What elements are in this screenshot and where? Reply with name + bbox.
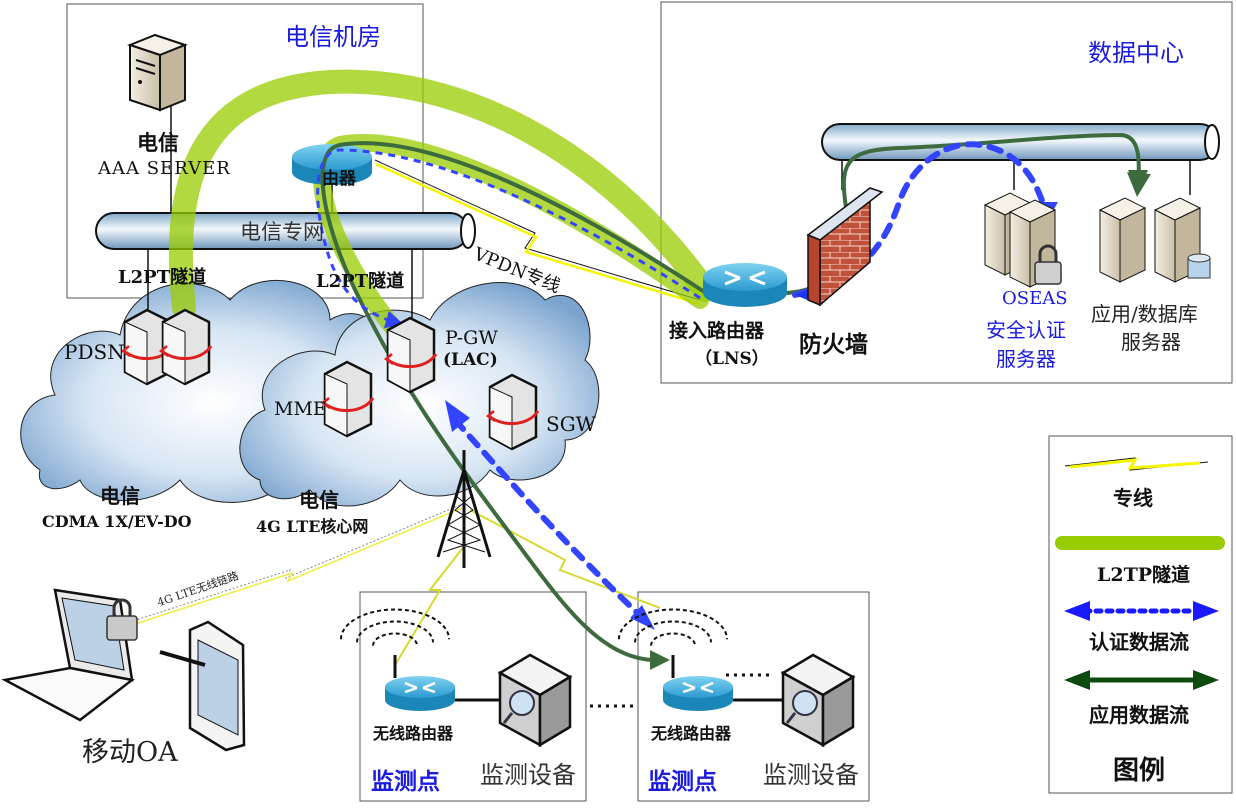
pdsn-server-icon-b bbox=[158, 308, 213, 386]
connector-lines bbox=[147, 95, 1191, 702]
monitor-1-title: 监测点 bbox=[371, 768, 440, 795]
cdma-cloud-label-2: CDMA 1X/EV-DO bbox=[42, 512, 192, 531]
sgw-label: SGW bbox=[546, 412, 597, 436]
legend-auth-flow-glyph bbox=[1064, 601, 1219, 621]
monitor-2-title: 监测点 bbox=[648, 768, 717, 795]
auth-arrow-up bbox=[445, 400, 470, 432]
pgw-server-icon bbox=[383, 316, 438, 394]
aaa-server-label-1: 电信 bbox=[137, 130, 179, 155]
oseas-server-icon bbox=[983, 192, 1062, 288]
vpdn-leased-line bbox=[374, 159, 701, 306]
app-arrow-appserver bbox=[1128, 170, 1148, 190]
monitor-device-icon-1 bbox=[497, 653, 573, 748]
lns-label-1: 接入路由器 bbox=[669, 320, 765, 342]
monitor-devices bbox=[497, 653, 856, 748]
database-icon bbox=[1187, 253, 1211, 279]
cdma-cloud-label-1: 电信 bbox=[100, 484, 140, 508]
monitor-1-router-label: 无线路由器 bbox=[373, 724, 454, 743]
firewall-label: 防火墙 bbox=[799, 331, 868, 358]
app-db-label-1: 应用/数据库 bbox=[1091, 302, 1198, 326]
mme-label: MME bbox=[274, 398, 327, 420]
wireless-router-icon-2 bbox=[618, 608, 733, 711]
monitor-2-router-label: 无线路由器 bbox=[651, 724, 732, 743]
mme-server-icon bbox=[320, 360, 375, 438]
auth-arrow-down bbox=[630, 605, 655, 630]
pdsn-server-icon-a bbox=[120, 308, 175, 386]
lte-cloud bbox=[239, 282, 600, 507]
l2tp-left-label: L2PT隧道 bbox=[118, 267, 207, 288]
legend-label-leased-line: 专线 bbox=[1113, 486, 1153, 510]
pgw-label-2: (LAC) bbox=[443, 350, 498, 370]
mobile-oa-label: 移动OA bbox=[82, 737, 178, 768]
legend-box bbox=[1048, 435, 1233, 794]
monitor-2-device-label: 监测设备 bbox=[763, 761, 859, 789]
wireless-router-icon-1 bbox=[340, 608, 455, 711]
wireless-routers bbox=[340, 608, 733, 711]
aaa-server-icon bbox=[127, 33, 188, 112]
laptop-lock-icon bbox=[106, 598, 138, 641]
core-servers bbox=[120, 308, 540, 451]
data-center-box bbox=[660, 1, 1233, 384]
firewall-icon bbox=[806, 187, 884, 307]
legend-label-app-flow: 应用数据流 bbox=[1089, 703, 1189, 727]
l2tp-right-label: L2PT隧道 bbox=[316, 271, 405, 292]
legend-label-l2tp: L2TP隧道 bbox=[1097, 564, 1191, 586]
oseas-label-3: 服务器 bbox=[996, 347, 1056, 371]
app-db-label-2: 服务器 bbox=[1121, 330, 1181, 354]
lock-icon bbox=[1034, 244, 1062, 285]
telecom-router-label: 由器 bbox=[322, 169, 356, 189]
data-center-title: 数据中心 bbox=[1088, 39, 1184, 67]
cell-tower-icon bbox=[436, 450, 492, 568]
auth-data-flow bbox=[316, 148, 701, 329]
monitor-point-2-box bbox=[637, 591, 870, 802]
monitor-point-1-box bbox=[359, 591, 587, 802]
telecom-room-title: 电信机房 bbox=[285, 23, 381, 51]
monitor-1-device-label: 监测设备 bbox=[480, 761, 576, 789]
legend-l2tp-glyph bbox=[1055, 536, 1225, 550]
legend-label-auth-flow: 认证数据流 bbox=[1089, 630, 1189, 654]
app-arrow-monitor bbox=[650, 650, 670, 670]
lns-router-icon bbox=[703, 263, 787, 307]
lte-cloud-label-1: 电信 bbox=[299, 488, 339, 512]
oseas-label-1: OSEAS bbox=[1002, 288, 1068, 309]
app-db-server-icon bbox=[1098, 197, 1211, 283]
tablet-icon bbox=[159, 620, 246, 752]
legend-title: 图例 bbox=[1113, 756, 1166, 786]
oseas-label-2: 安全认证 bbox=[986, 318, 1066, 342]
legend-app-flow-glyph bbox=[1064, 670, 1219, 690]
lte-cloud-label-2: 4G LTE核心网 bbox=[256, 517, 369, 536]
monitor-device-icon-2 bbox=[780, 653, 856, 748]
sgw-server-icon bbox=[485, 373, 540, 451]
pgw-label-1: P-GW bbox=[445, 327, 498, 349]
legend-leased-line-glyph bbox=[1064, 457, 1209, 471]
lns-label-2: （LNS） bbox=[695, 349, 769, 369]
pdsn-label: PDSN bbox=[64, 340, 125, 364]
aaa-server-label-2: AAA SERVER bbox=[98, 158, 231, 179]
telecom-net-label: 电信专网 bbox=[240, 220, 324, 244]
